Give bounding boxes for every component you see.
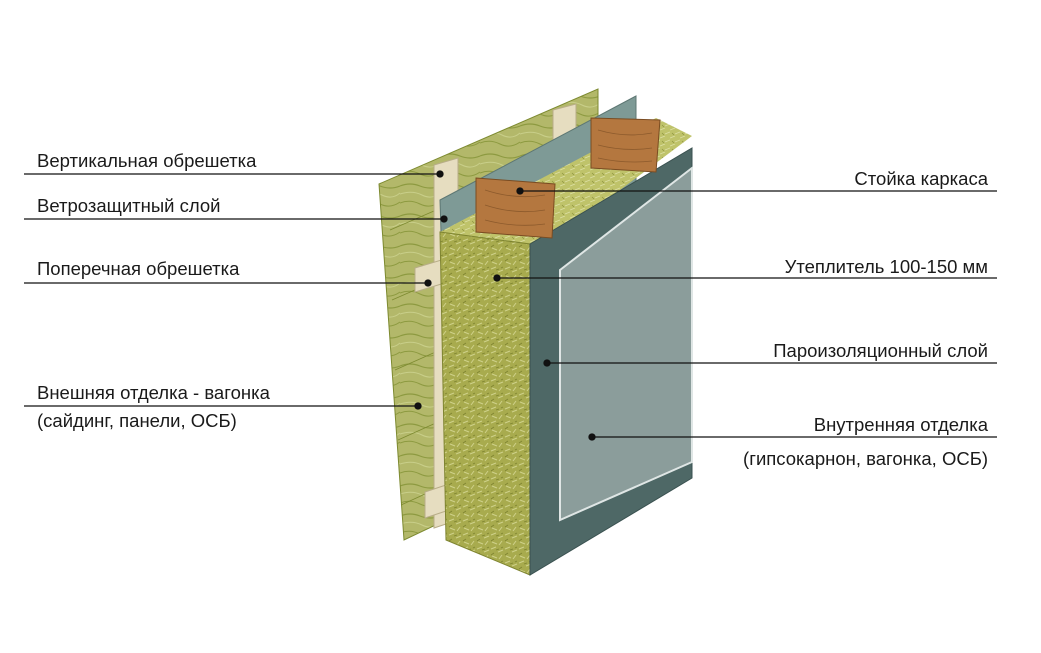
- label-frame-stud: Стойка каркаса: [854, 168, 988, 190]
- label-insulation: Утеплитель 100-150 мм: [785, 256, 988, 278]
- label-interior-finish-note: (гипсокарнон, вагонка, ОСБ): [743, 448, 988, 470]
- leader-cross-battens: [24, 280, 431, 286]
- label-wind-barrier: Ветрозащитный слой: [37, 195, 221, 217]
- label-cross-battens: Поперечная обрешетка: [37, 258, 239, 280]
- label-interior-finish: Внутренняя отделка: [814, 414, 988, 436]
- label-exterior-finish: Внешняя отделка - вагонка: [37, 382, 270, 404]
- label-vapor-barrier: Пароизоляционный слой: [773, 340, 988, 362]
- label-exterior-finish-note: (сайдинг, панели, ОСБ): [37, 410, 237, 432]
- label-vertical-battens: Вертикальная обрешетка: [37, 150, 256, 172]
